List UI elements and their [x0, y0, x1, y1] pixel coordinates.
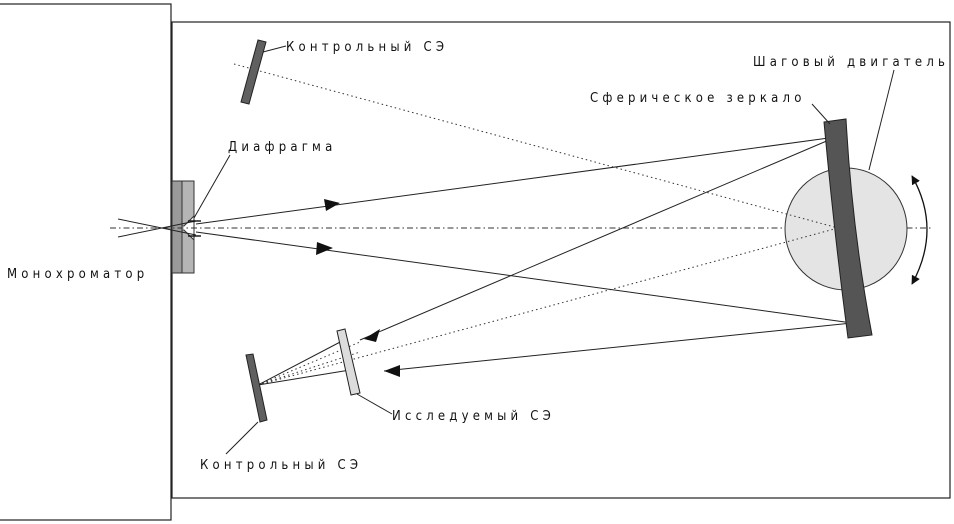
ray-reflected-upper — [359, 136, 837, 341]
label-control-se-bottom: Контрольный СЭ — [200, 458, 362, 473]
input-ray-upper — [117, 218, 197, 236]
ray-fan-solid-1 — [257, 339, 345, 386]
ray-to-mirror-top — [195, 136, 837, 225]
leader-control-top — [262, 45, 287, 53]
diaphragm-marks — [188, 219, 201, 238]
label-monochromator: Монохроматор — [7, 267, 148, 282]
arrow-left-upper — [364, 329, 380, 342]
ray-fan-solid-2 — [257, 369, 351, 386]
spherical-mirror — [823, 118, 873, 339]
ray-dotted-fan-1 — [257, 341, 361, 386]
leader-studied-cell — [356, 393, 393, 415]
rotation-arrow-icon — [911, 175, 928, 285]
arrow-right-lower — [316, 242, 333, 255]
control-cell-bottom — [245, 353, 268, 423]
ray-to-mirror-bottom — [195, 231, 853, 324]
studied-cell — [336, 328, 361, 396]
control-cell-top — [240, 39, 267, 105]
arrow-right-upper — [324, 199, 340, 211]
leader-spherical-mirror — [811, 103, 831, 125]
leader-diaphragm — [193, 154, 231, 219]
arrow-left-lower — [384, 365, 400, 377]
label-studied-se: Исследуемый СЭ — [392, 409, 555, 424]
leader-stepper-motor — [868, 69, 895, 171]
leader-control-bottom — [225, 421, 259, 455]
ray-reflected-lower — [383, 322, 853, 372]
label-stepper-motor: Шаговый двигатель — [753, 55, 949, 70]
ray-dotted-bottom — [257, 227, 839, 386]
label-diaphragm: Диафрагма — [228, 140, 336, 155]
label-control-se-top: Контрольный СЭ — [286, 40, 448, 55]
label-spherical-mirror: Сферическое зеркало — [590, 91, 806, 106]
exit-slit — [171, 180, 195, 274]
ray-dotted-top — [233, 63, 839, 229]
input-ray-lower — [117, 220, 197, 238]
monochromator-box — [0, 3, 172, 521]
